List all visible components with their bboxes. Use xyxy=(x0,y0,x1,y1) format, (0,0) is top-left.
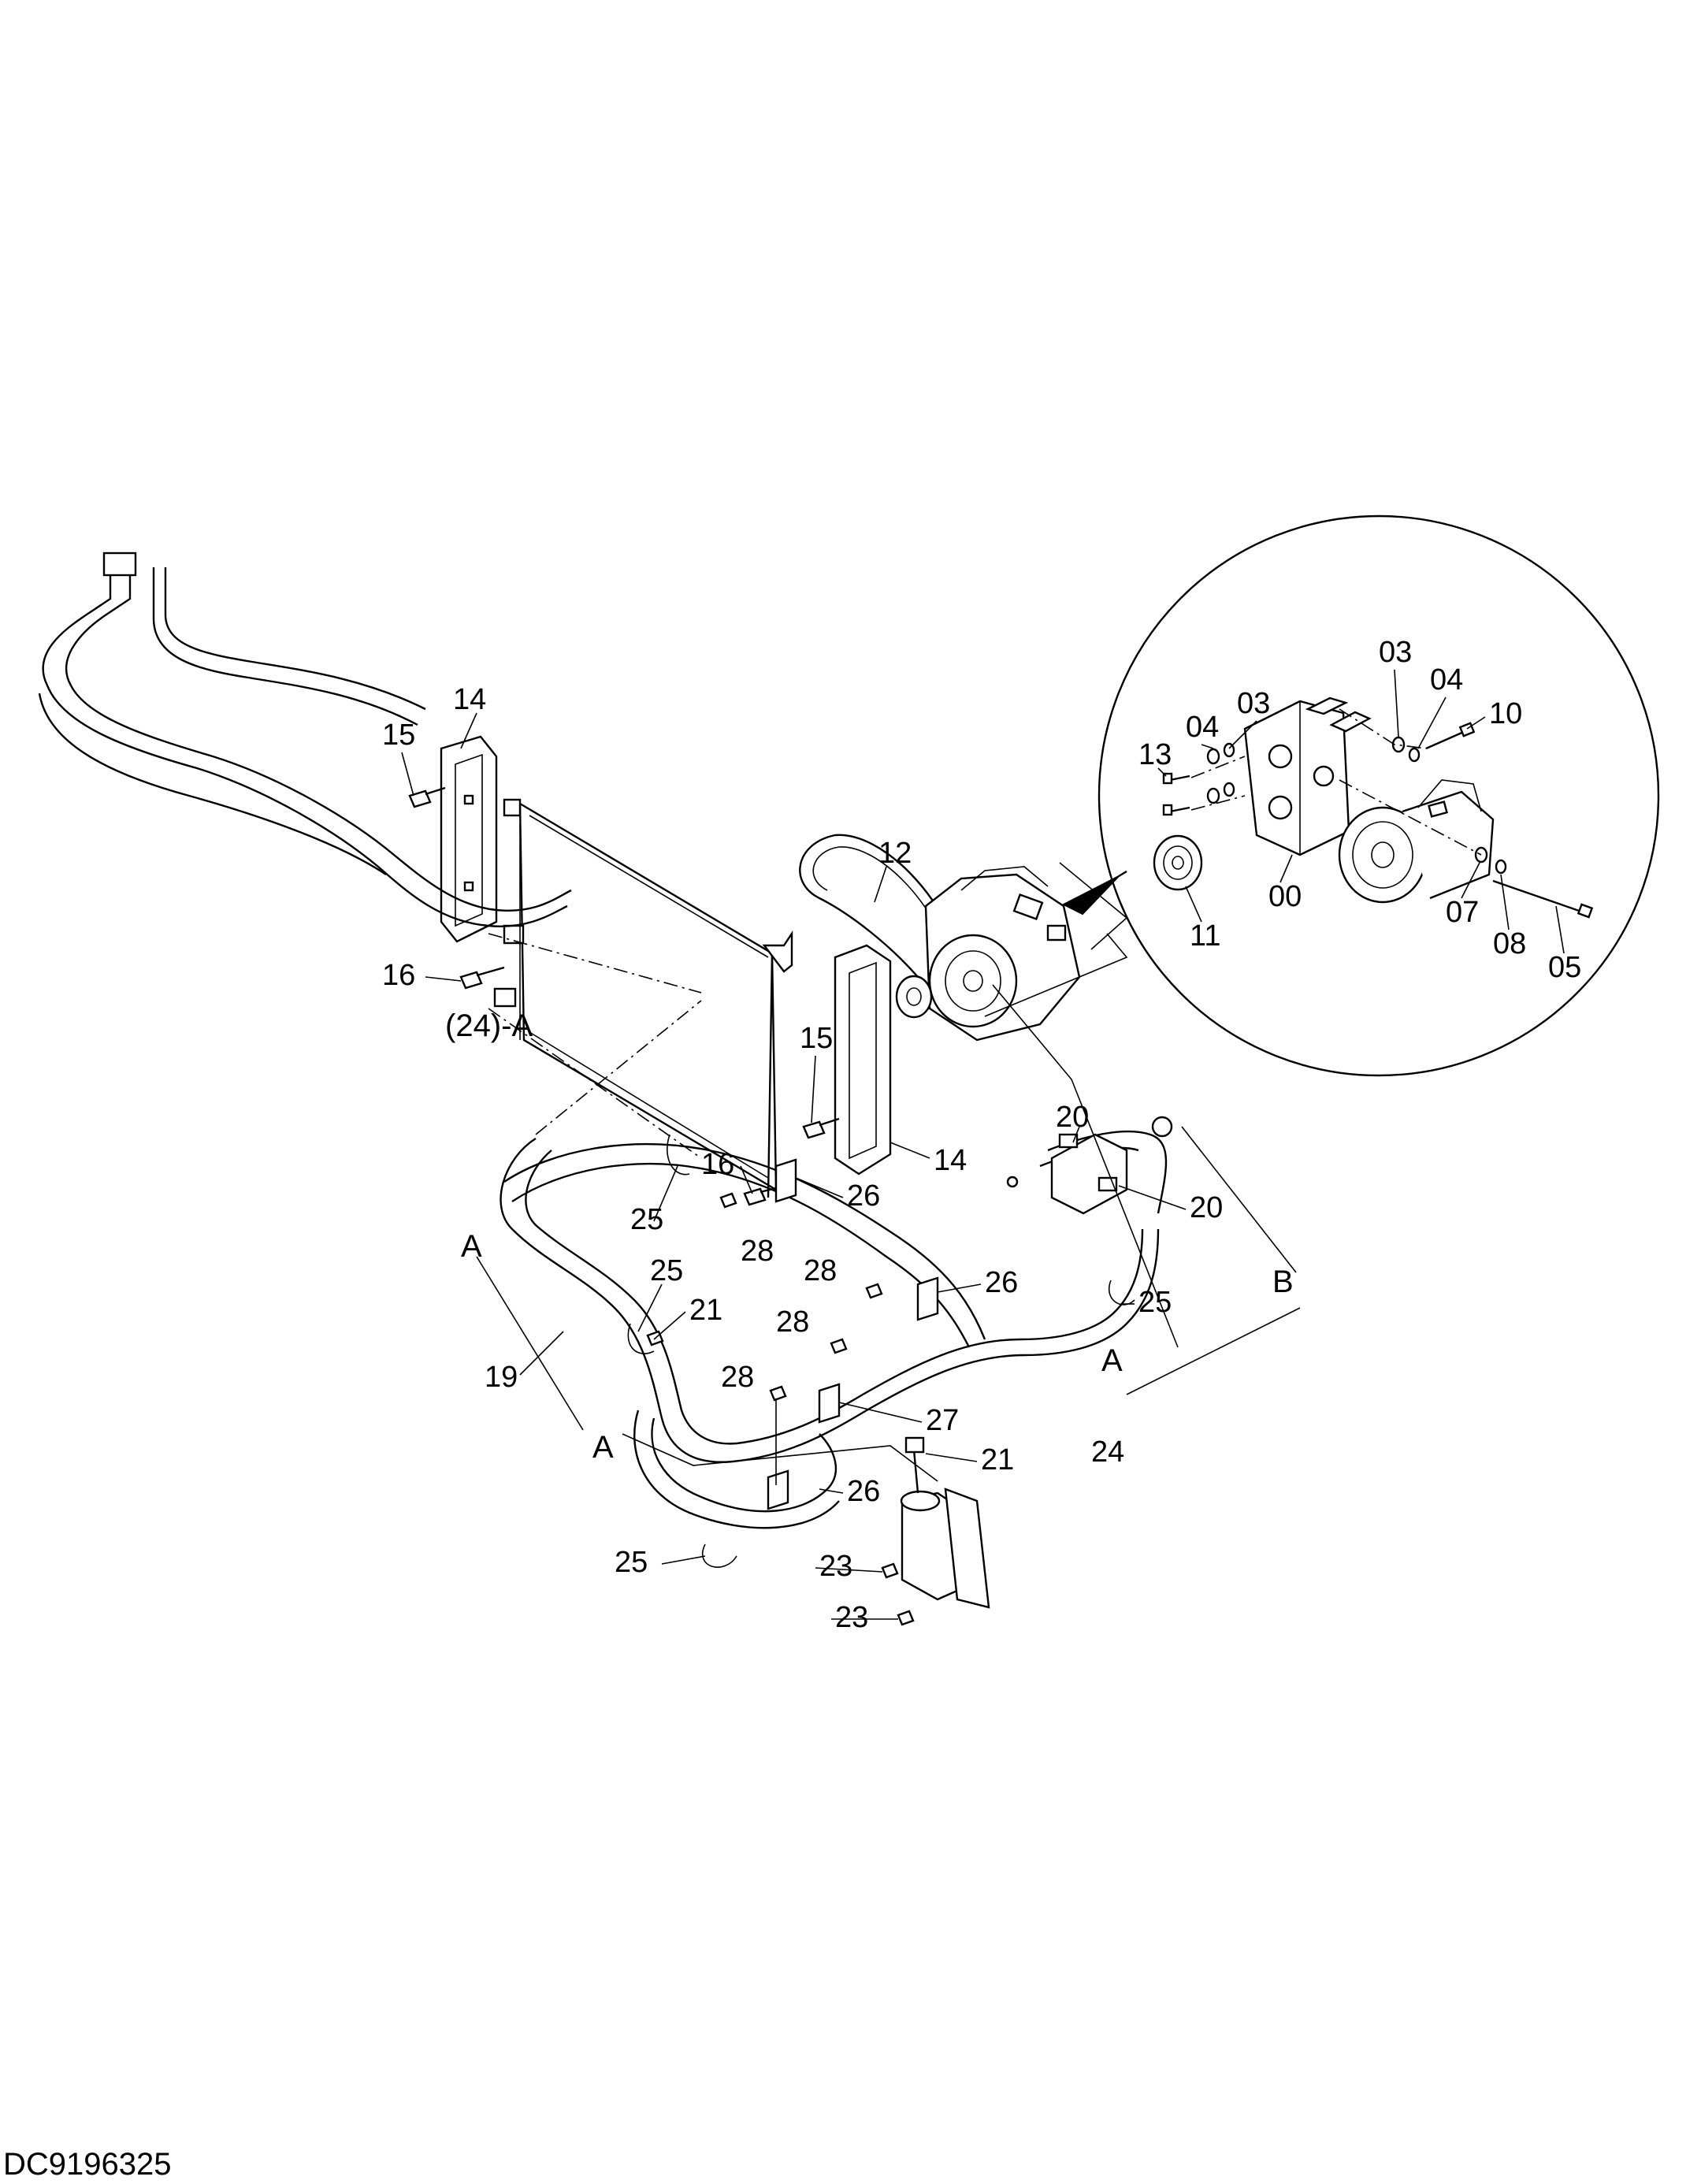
callout-28c: 28 xyxy=(776,1306,809,1339)
callout-25c: 25 xyxy=(1138,1286,1172,1319)
callout-24: 24 xyxy=(1091,1436,1124,1469)
condenser-bolts xyxy=(408,786,840,1206)
callout-26c: 26 xyxy=(847,1475,880,1508)
condenser xyxy=(493,798,793,1198)
ref-a-left: A xyxy=(461,1229,482,1264)
callout-23a: 23 xyxy=(819,1550,852,1583)
compressor-assembly xyxy=(895,862,1128,1042)
callout-28a: 28 xyxy=(741,1235,774,1268)
bracket-left xyxy=(440,735,498,943)
receiver-drier xyxy=(900,1436,990,1609)
fastener-bolts xyxy=(646,1192,915,1626)
callout-14b: 14 xyxy=(934,1144,967,1177)
callout-23b: 23 xyxy=(835,1601,868,1634)
reference-letters: A A A B (24)-A xyxy=(445,1008,1294,1465)
callout-27: 27 xyxy=(926,1404,959,1437)
long-pipe-left xyxy=(38,552,572,927)
callout-25b: 25 xyxy=(650,1254,683,1287)
callout-16a: 16 xyxy=(382,959,415,992)
callout-13: 13 xyxy=(1138,738,1172,771)
ref-a-bottom: A xyxy=(592,1430,614,1465)
ref-a-right: A xyxy=(1101,1343,1123,1378)
idler-pulley-detail xyxy=(1153,834,1203,891)
compressor-detail xyxy=(1338,779,1495,904)
callout-25a: 25 xyxy=(630,1203,663,1236)
callout-15b: 15 xyxy=(800,1022,833,1055)
callout-04b: 04 xyxy=(1430,663,1463,696)
callout-08: 08 xyxy=(1493,927,1526,960)
callout-25d: 25 xyxy=(615,1546,648,1579)
mounting-bracket-detail xyxy=(1243,696,1372,856)
hose-clamps xyxy=(627,1134,1135,1568)
callout-20b: 20 xyxy=(1190,1191,1223,1224)
callout-04a: 04 xyxy=(1186,711,1219,744)
callouts: 00 03 03 04 04 05 07 08 10 11 12 13 14 1… xyxy=(382,636,1581,1634)
valve-block xyxy=(1006,1116,1173,1215)
callout-03b: 03 xyxy=(1237,687,1270,720)
callout-15a: 15 xyxy=(382,719,415,752)
callout-20a: 20 xyxy=(1056,1101,1089,1134)
leader-lines xyxy=(401,669,1565,1620)
callout-28b: 28 xyxy=(804,1254,837,1287)
callout-19: 19 xyxy=(485,1361,518,1394)
callout-03a: 03 xyxy=(1379,636,1412,669)
callout-26b: 26 xyxy=(985,1266,1018,1299)
callout-14a: 14 xyxy=(453,683,486,716)
callout-00: 00 xyxy=(1268,880,1302,913)
callout-21a: 21 xyxy=(689,1294,722,1327)
callout-07: 07 xyxy=(1446,896,1479,929)
callout-16b: 16 xyxy=(701,1148,734,1181)
callout-21b: 21 xyxy=(981,1443,1014,1476)
drawing-code: DC9196325 xyxy=(3,2147,172,2182)
bracket-right xyxy=(834,944,892,1176)
callout-05: 05 xyxy=(1548,951,1581,984)
ref-24-a: (24)-A xyxy=(445,1008,533,1043)
detail-view-circle xyxy=(1061,514,1660,1077)
callout-11: 11 xyxy=(1190,919,1220,953)
callout-10: 10 xyxy=(1489,697,1522,730)
detail-hardware xyxy=(1162,708,1594,919)
callout-28d: 28 xyxy=(721,1361,754,1394)
callout-12: 12 xyxy=(878,837,912,870)
ref-b: B xyxy=(1272,1265,1294,1299)
callout-26a: 26 xyxy=(847,1179,880,1213)
reference-lines xyxy=(476,933,1301,1482)
